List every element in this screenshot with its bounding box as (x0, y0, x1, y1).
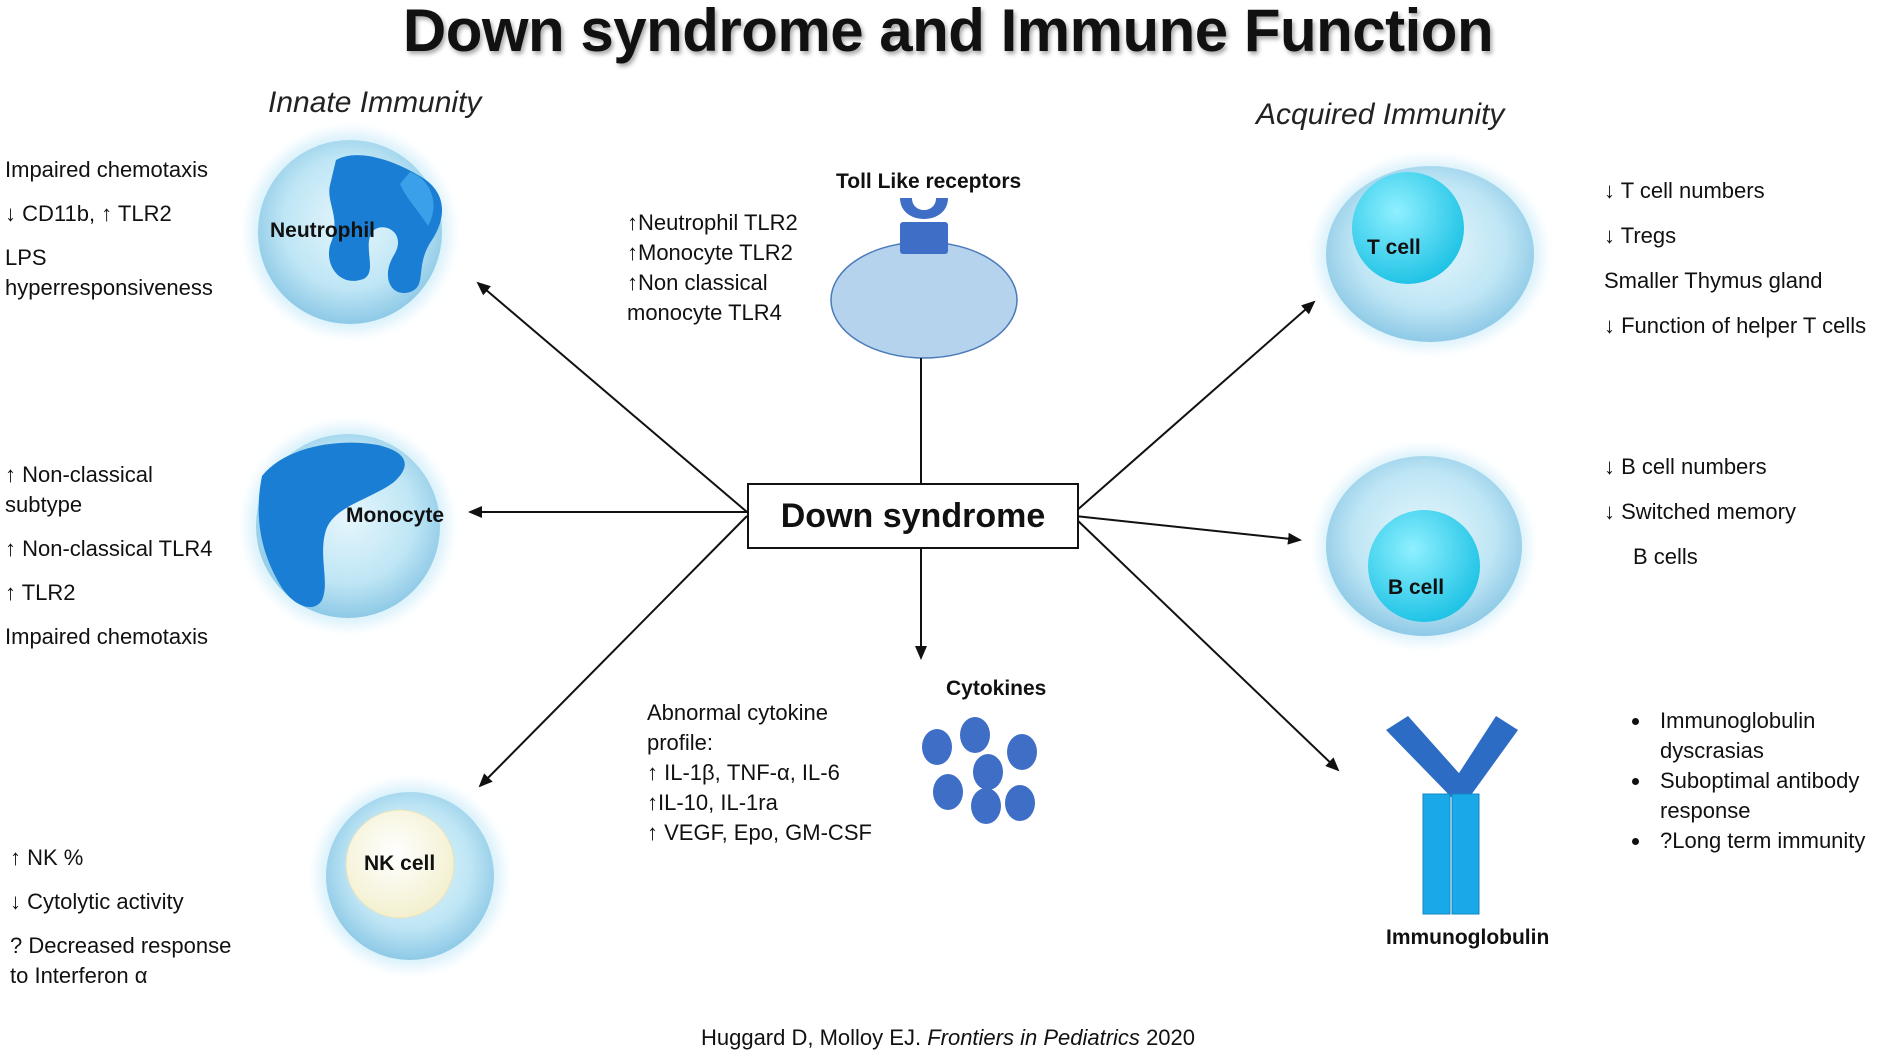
cytokine-findings: Abnormal cytokine profile: ↑ IL-1β, TNF-… (647, 698, 872, 848)
cytokine-finding: ↑ IL-1β, TNF-α, IL-6 (647, 760, 840, 785)
tlr-findings: ↑Neutrophil TLR2 ↑Monocyte TLR2 ↑Non cla… (627, 208, 798, 328)
page-title: Down syndrome and Immune Function (402, 0, 1494, 64)
monocyte-findings: ↑ Non-classical subtype ↑ Non-classical … (5, 460, 212, 652)
neutrophil-finding: ↓ CD11b, ↑ TLR2 (5, 201, 172, 226)
t-cell-icon (1318, 160, 1542, 348)
monocyte-cell-icon (248, 426, 448, 626)
monocyte-finding: ↑ Non-classical (5, 462, 153, 487)
b-cell-finding: ↓ Switched memory (1604, 499, 1796, 524)
arrow-to-neutrophil (476, 281, 748, 513)
cytokines-label: Cytokines (946, 677, 1047, 700)
nk-finding: ↓ Cytolytic activity (10, 889, 184, 914)
neutrophil-finding: Impaired chemotaxis (5, 157, 208, 182)
nk-cell-icon (318, 784, 502, 968)
arrow-to-nk-cell (478, 515, 748, 788)
arrow-to-t-cell (1074, 300, 1316, 513)
monocyte-finding: Impaired chemotaxis (5, 624, 208, 649)
immunoglobulin-finding: Suboptimal antibody response (1652, 766, 1886, 826)
neutrophil-cell-icon (250, 132, 450, 332)
citation-journal: Frontiers in Pediatrics (927, 1025, 1140, 1050)
cytokine-finding: Abnormal cytokine (647, 700, 828, 725)
arrow-to-b-cell (1074, 515, 1302, 545)
monocyte-finding: ↑ TLR2 (5, 580, 76, 605)
monocyte-finding: subtype (5, 492, 83, 517)
t-cell-finding: ↓ Function of helper T cells (1604, 313, 1867, 338)
t-cell-label: T cell (1367, 236, 1421, 259)
arrow-to-immunoglobulin (1074, 517, 1340, 772)
cytokine-finding: ↑ VEGF, Epo, GM-CSF (647, 820, 872, 845)
innate-immunity-heading: Innate Immunity (268, 86, 482, 119)
b-cell-label: B cell (1388, 576, 1445, 599)
neutrophil-findings: Impaired chemotaxis ↓ CD11b, ↑ TLR2 LPS … (5, 155, 213, 303)
immunoglobulin-finding: ?Long term immunity (1652, 826, 1886, 856)
neutrophil-finding: LPS (5, 245, 47, 270)
immunoglobulin-finding: Immunoglobulin dyscrasias (1652, 706, 1886, 766)
neutrophil-label: Neutrophil (270, 219, 375, 242)
acquired-immunity-heading: Acquired Immunity (1256, 98, 1505, 131)
down-syndrome-box: Down syndrome (747, 483, 1079, 549)
tlr-label: Toll Like receptors (836, 170, 1022, 193)
monocyte-finding: ↑ Non-classical TLR4 (5, 536, 213, 561)
citation-authors: Huggard D, Molloy EJ. (700, 1025, 922, 1050)
connector-lines (468, 281, 1340, 788)
nk-finding: to Interferon α (10, 963, 148, 988)
t-cell-findings: ↓ T cell numbers ↓ Tregs Smaller Thymus … (1604, 176, 1866, 341)
citation-year: 2020 (1146, 1025, 1196, 1050)
t-cell-finding: ↓ Tregs (1604, 223, 1677, 248)
nk-finding: ? Decreased response (10, 933, 232, 958)
tlr-finding: ↑Monocyte TLR2 (627, 240, 793, 265)
t-cell-finding: Smaller Thymus gland (1604, 268, 1823, 293)
immunoglobulin-icon (1386, 716, 1518, 915)
tlr-finding: ↑Neutrophil TLR2 (627, 210, 798, 235)
tlr-finding: ↑Non classical (627, 270, 768, 295)
immunoglobulin-findings: Immunoglobulin dyscrasias Suboptimal ant… (1624, 706, 1886, 856)
b-cell-finding: B cells (1633, 544, 1698, 569)
monocyte-label: Monocyte (346, 504, 445, 527)
nk-cell-label: NK cell (364, 852, 436, 875)
tlr-finding: monocyte TLR4 (627, 300, 782, 325)
cytokine-cluster-icon (922, 717, 1037, 824)
b-cell-icon (1320, 450, 1528, 642)
nk-findings: ↑ NK % ↓ Cytolytic activity ? Decreased … (10, 843, 231, 991)
cytokine-finding: ↑IL-10, IL-1ra (647, 790, 778, 815)
neutrophil-finding: hyperresponsiveness (5, 275, 213, 300)
b-cell-findings: ↓ B cell numbers ↓ Switched memory B cel… (1604, 452, 1796, 572)
toll-like-receptor-icon (830, 198, 1018, 359)
nk-finding: ↑ NK % (10, 845, 84, 870)
citation: Huggard D, Molloy EJ. Frontiers in Pedia… (0, 1025, 1896, 1051)
b-cell-finding: ↓ B cell numbers (1604, 454, 1767, 479)
cytokine-finding: profile: (647, 730, 714, 755)
immunoglobulin-label: Immunoglobulin (1386, 926, 1550, 949)
t-cell-finding: ↓ T cell numbers (1604, 178, 1765, 203)
